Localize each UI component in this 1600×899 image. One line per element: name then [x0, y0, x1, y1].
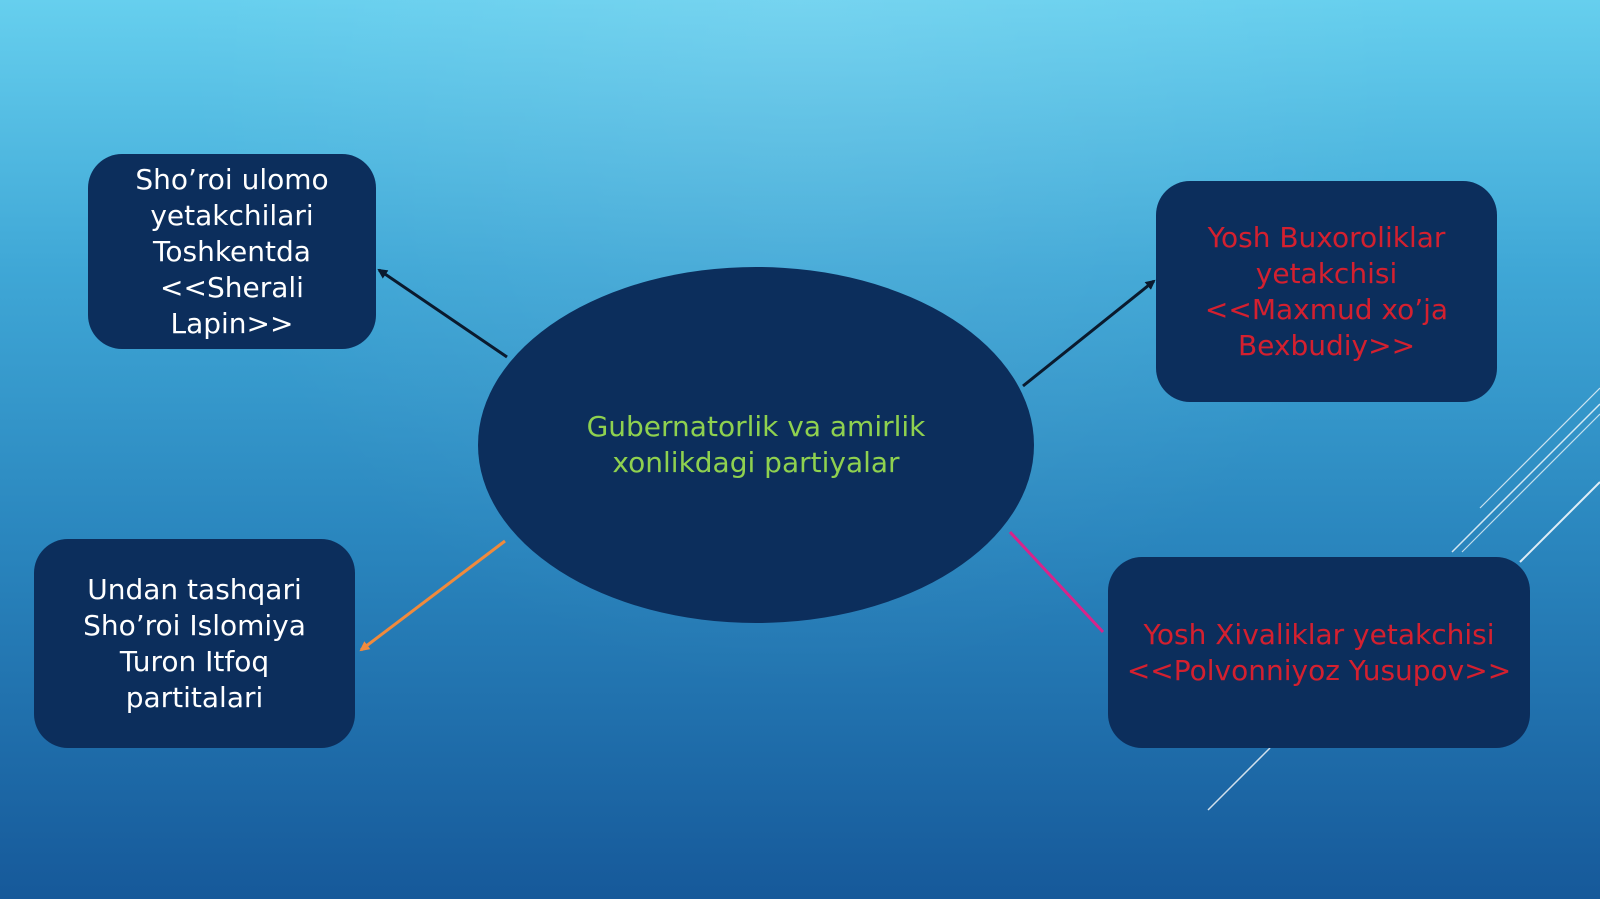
arrow-to-bottom-left	[359, 539, 506, 652]
node-shoroi-islomiya: Undan tashqari Sho’roi Islomiya Turon It…	[34, 539, 355, 748]
node-label: Sho’roi ulomo yetakchilari Toshkentda <<…	[135, 162, 329, 340]
streak-line	[1207, 747, 1271, 811]
node-shoroi-ulomo: Sho’roi ulomo yetakchilari Toshkentda <<…	[88, 154, 376, 349]
streak-line	[1519, 481, 1600, 563]
arrow-to-top-right	[1022, 279, 1156, 388]
node-label: Yosh Xivaliklar yetakchisi <<Polvonniyoz…	[1126, 617, 1512, 687]
arrow-to-top-left	[377, 268, 508, 359]
node-yosh-xivaliklar: Yosh Xivaliklar yetakchisi <<Polvonniyoz…	[1108, 557, 1530, 748]
streak-line	[1461, 413, 1600, 553]
center-node-parties: Gubernatorlik va amirlik xonlikdagi part…	[478, 267, 1034, 623]
connector-to-bottom-right	[1008, 530, 1105, 634]
center-node-label: Gubernatorlik va amirlik xonlikdagi part…	[586, 410, 926, 479]
decorative-streaks	[1207, 387, 1600, 811]
node-label: Undan tashqari Sho’roi Islomiya Turon It…	[83, 572, 306, 714]
node-yosh-buxoroliklar: Yosh Buxoroliklar yetakchisi <<Maxmud xo…	[1156, 181, 1497, 402]
streak-line	[1479, 387, 1600, 509]
node-label: Yosh Buxoroliklar yetakchisi <<Maxmud xo…	[1204, 220, 1449, 362]
streak-line	[1451, 403, 1600, 553]
